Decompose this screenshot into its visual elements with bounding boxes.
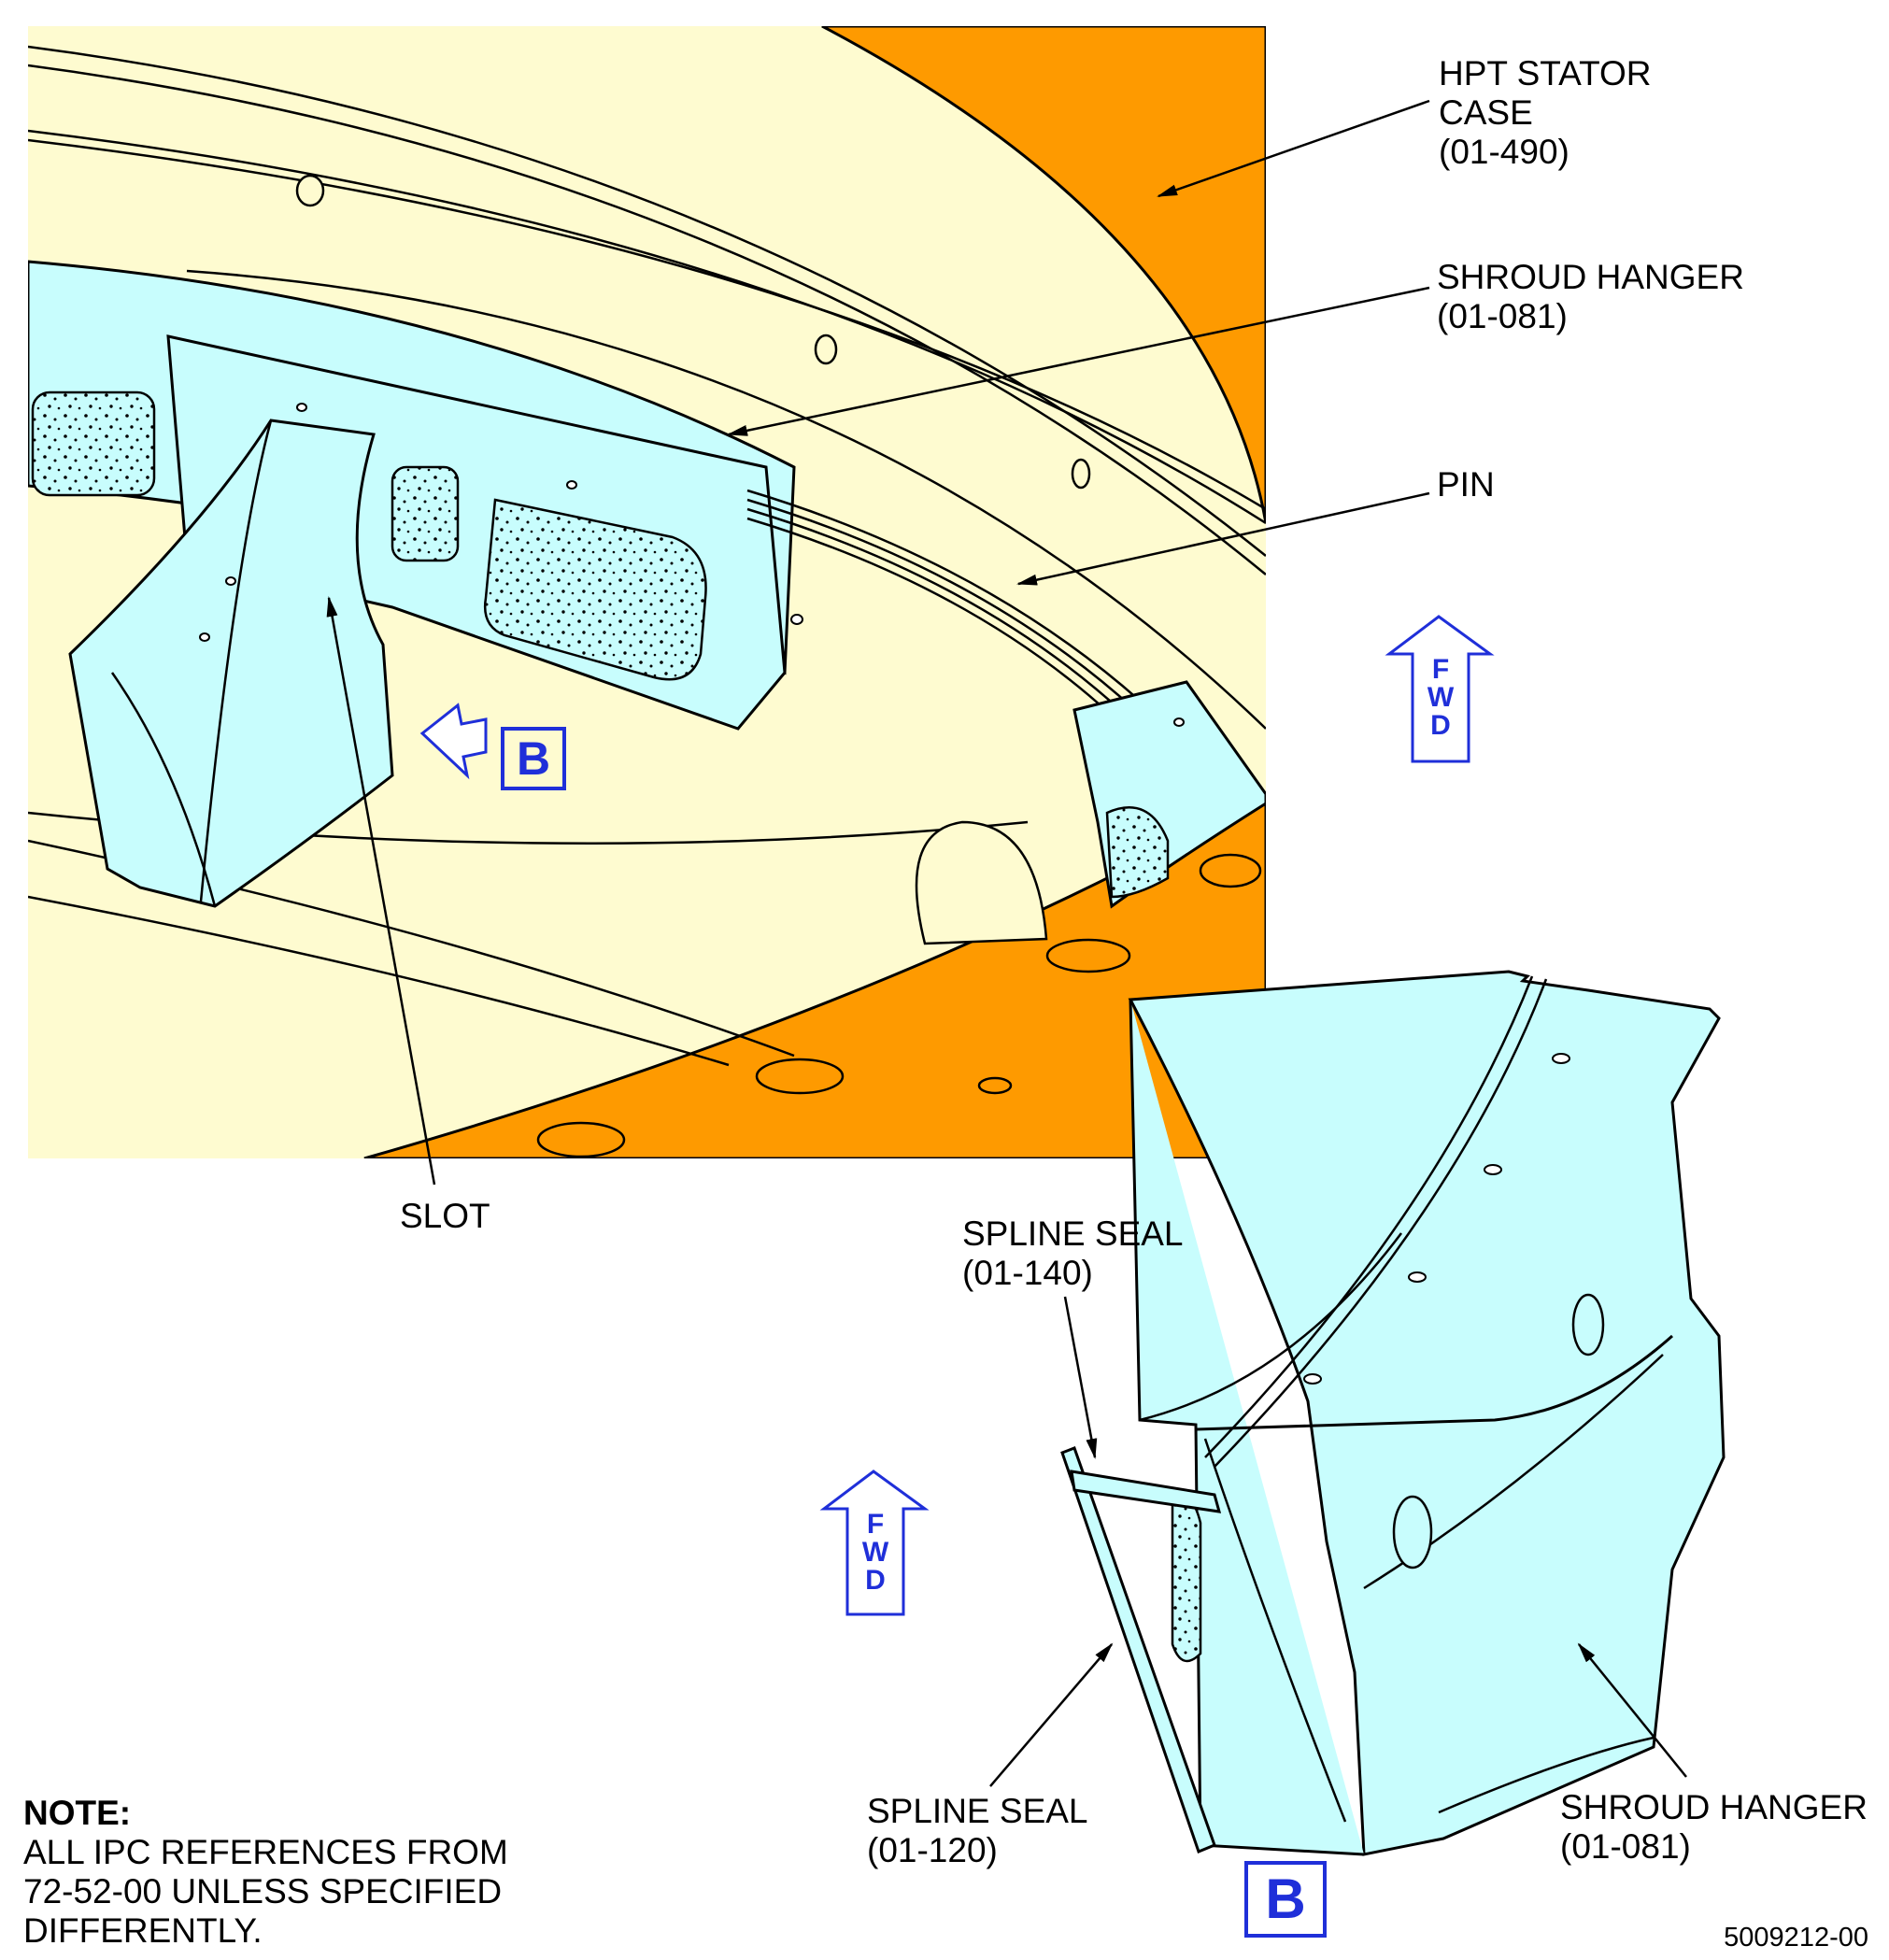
- label-hpt-stator-case: HPT STATOR CASE (01-490): [1439, 54, 1652, 171]
- view-b-tag-detail: B: [1244, 1861, 1327, 1938]
- label-shroud-hanger-bottom: SHROUD HANGER (01-081): [1560, 1788, 1868, 1866]
- detail-hanger-body: [1128, 970, 1726, 1856]
- label-spline-seal-140: SPLINE SEAL (01-140): [962, 1214, 1184, 1292]
- document-number: 5009212-00: [1724, 1923, 1868, 1953]
- label-spline-seal-120: SPLINE SEAL (01-120): [867, 1792, 1088, 1869]
- leader-lines: [326, 99, 1687, 1787]
- label-slot: SLOT: [400, 1197, 490, 1235]
- main-view: [28, 26, 1266, 1158]
- ipc-note: NOTE: ALL IPC REFERENCES FROM 72-52-00 U…: [23, 1794, 508, 1951]
- hanger-segment-slot: [68, 419, 394, 908]
- label-pin: PIN: [1437, 465, 1495, 504]
- spline-seal-120: [1060, 1446, 1216, 1853]
- fwd-arrow-upper-shape: [1385, 615, 1495, 763]
- fwd-arrow-lower-shape: [819, 1470, 930, 1616]
- note-line: 72-52-00 UNLESS SPECIFIED: [23, 1872, 503, 1910]
- note-title: NOTE:: [23, 1794, 132, 1832]
- view-b-tag-main: B: [501, 727, 566, 790]
- note-line: ALL IPC REFERENCES FROM: [23, 1833, 508, 1871]
- label-shroud-hanger-top: SHROUD HANGER (01-081): [1437, 258, 1744, 335]
- spline-seal-140: [1070, 1470, 1222, 1513]
- detail-view-b: [1060, 970, 1726, 1856]
- view-b-arrow: [419, 703, 488, 780]
- case-orange-upper: [821, 26, 1266, 524]
- note-line: DIFFERENTLY.: [23, 1911, 263, 1950]
